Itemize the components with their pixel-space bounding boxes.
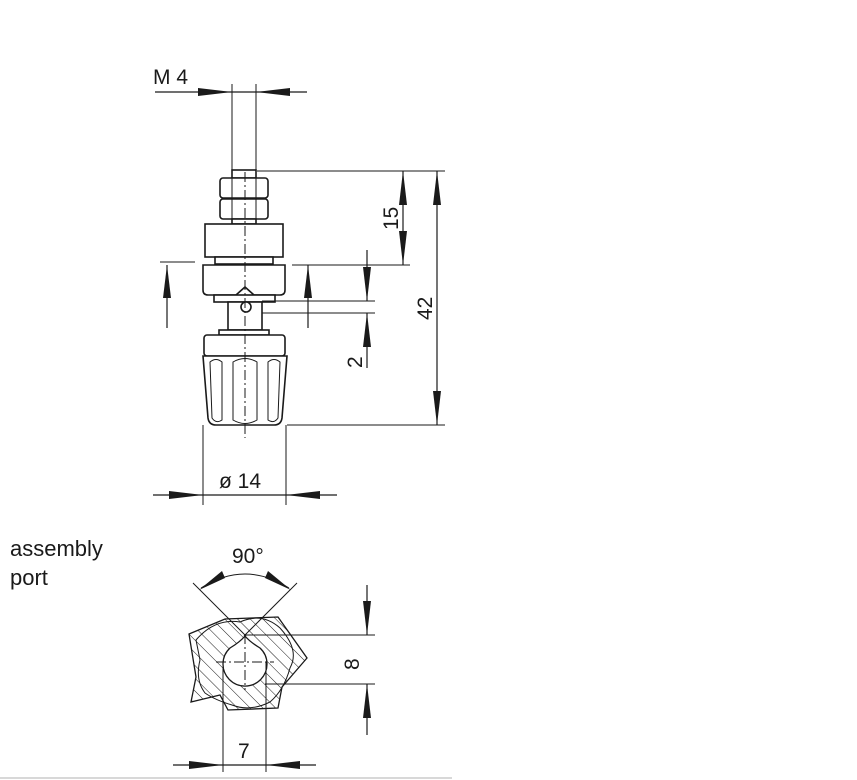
dim-2-label: 2 [344,356,367,368]
panel-arrows [163,265,312,328]
dim-angle-label: 90° [232,545,264,568]
dim-gap: 2 [262,250,375,368]
dim-thread-length: 15 [160,170,445,266]
dim-42-label: 42 [414,297,437,320]
assembly-port-label-line2: port [10,565,48,590]
dim-diameter-label: ø 14 [219,470,261,493]
terminal-post [202,169,288,438]
dim-port-width: 7 [173,662,316,772]
dim-7-label: 7 [238,740,250,763]
dim-angle: 90° [192,545,298,637]
assembly-port-label-line1: assembly [10,536,103,561]
dim-diameter: ø 14 [153,425,337,505]
side-view: M 4 [153,66,445,505]
dim-8-label: 8 [341,658,364,670]
assembly-port-view: 90° 8 7 [173,545,375,772]
dim-thread: M 4 [153,66,307,172]
dim-port-height: 8 [245,585,375,735]
thread-label: M 4 [153,66,188,89]
dim-total-height: 42 [287,171,445,426]
assembly-port-label: assembly port [10,534,103,592]
port-section [188,616,308,711]
dim-15-label: 15 [380,207,403,230]
